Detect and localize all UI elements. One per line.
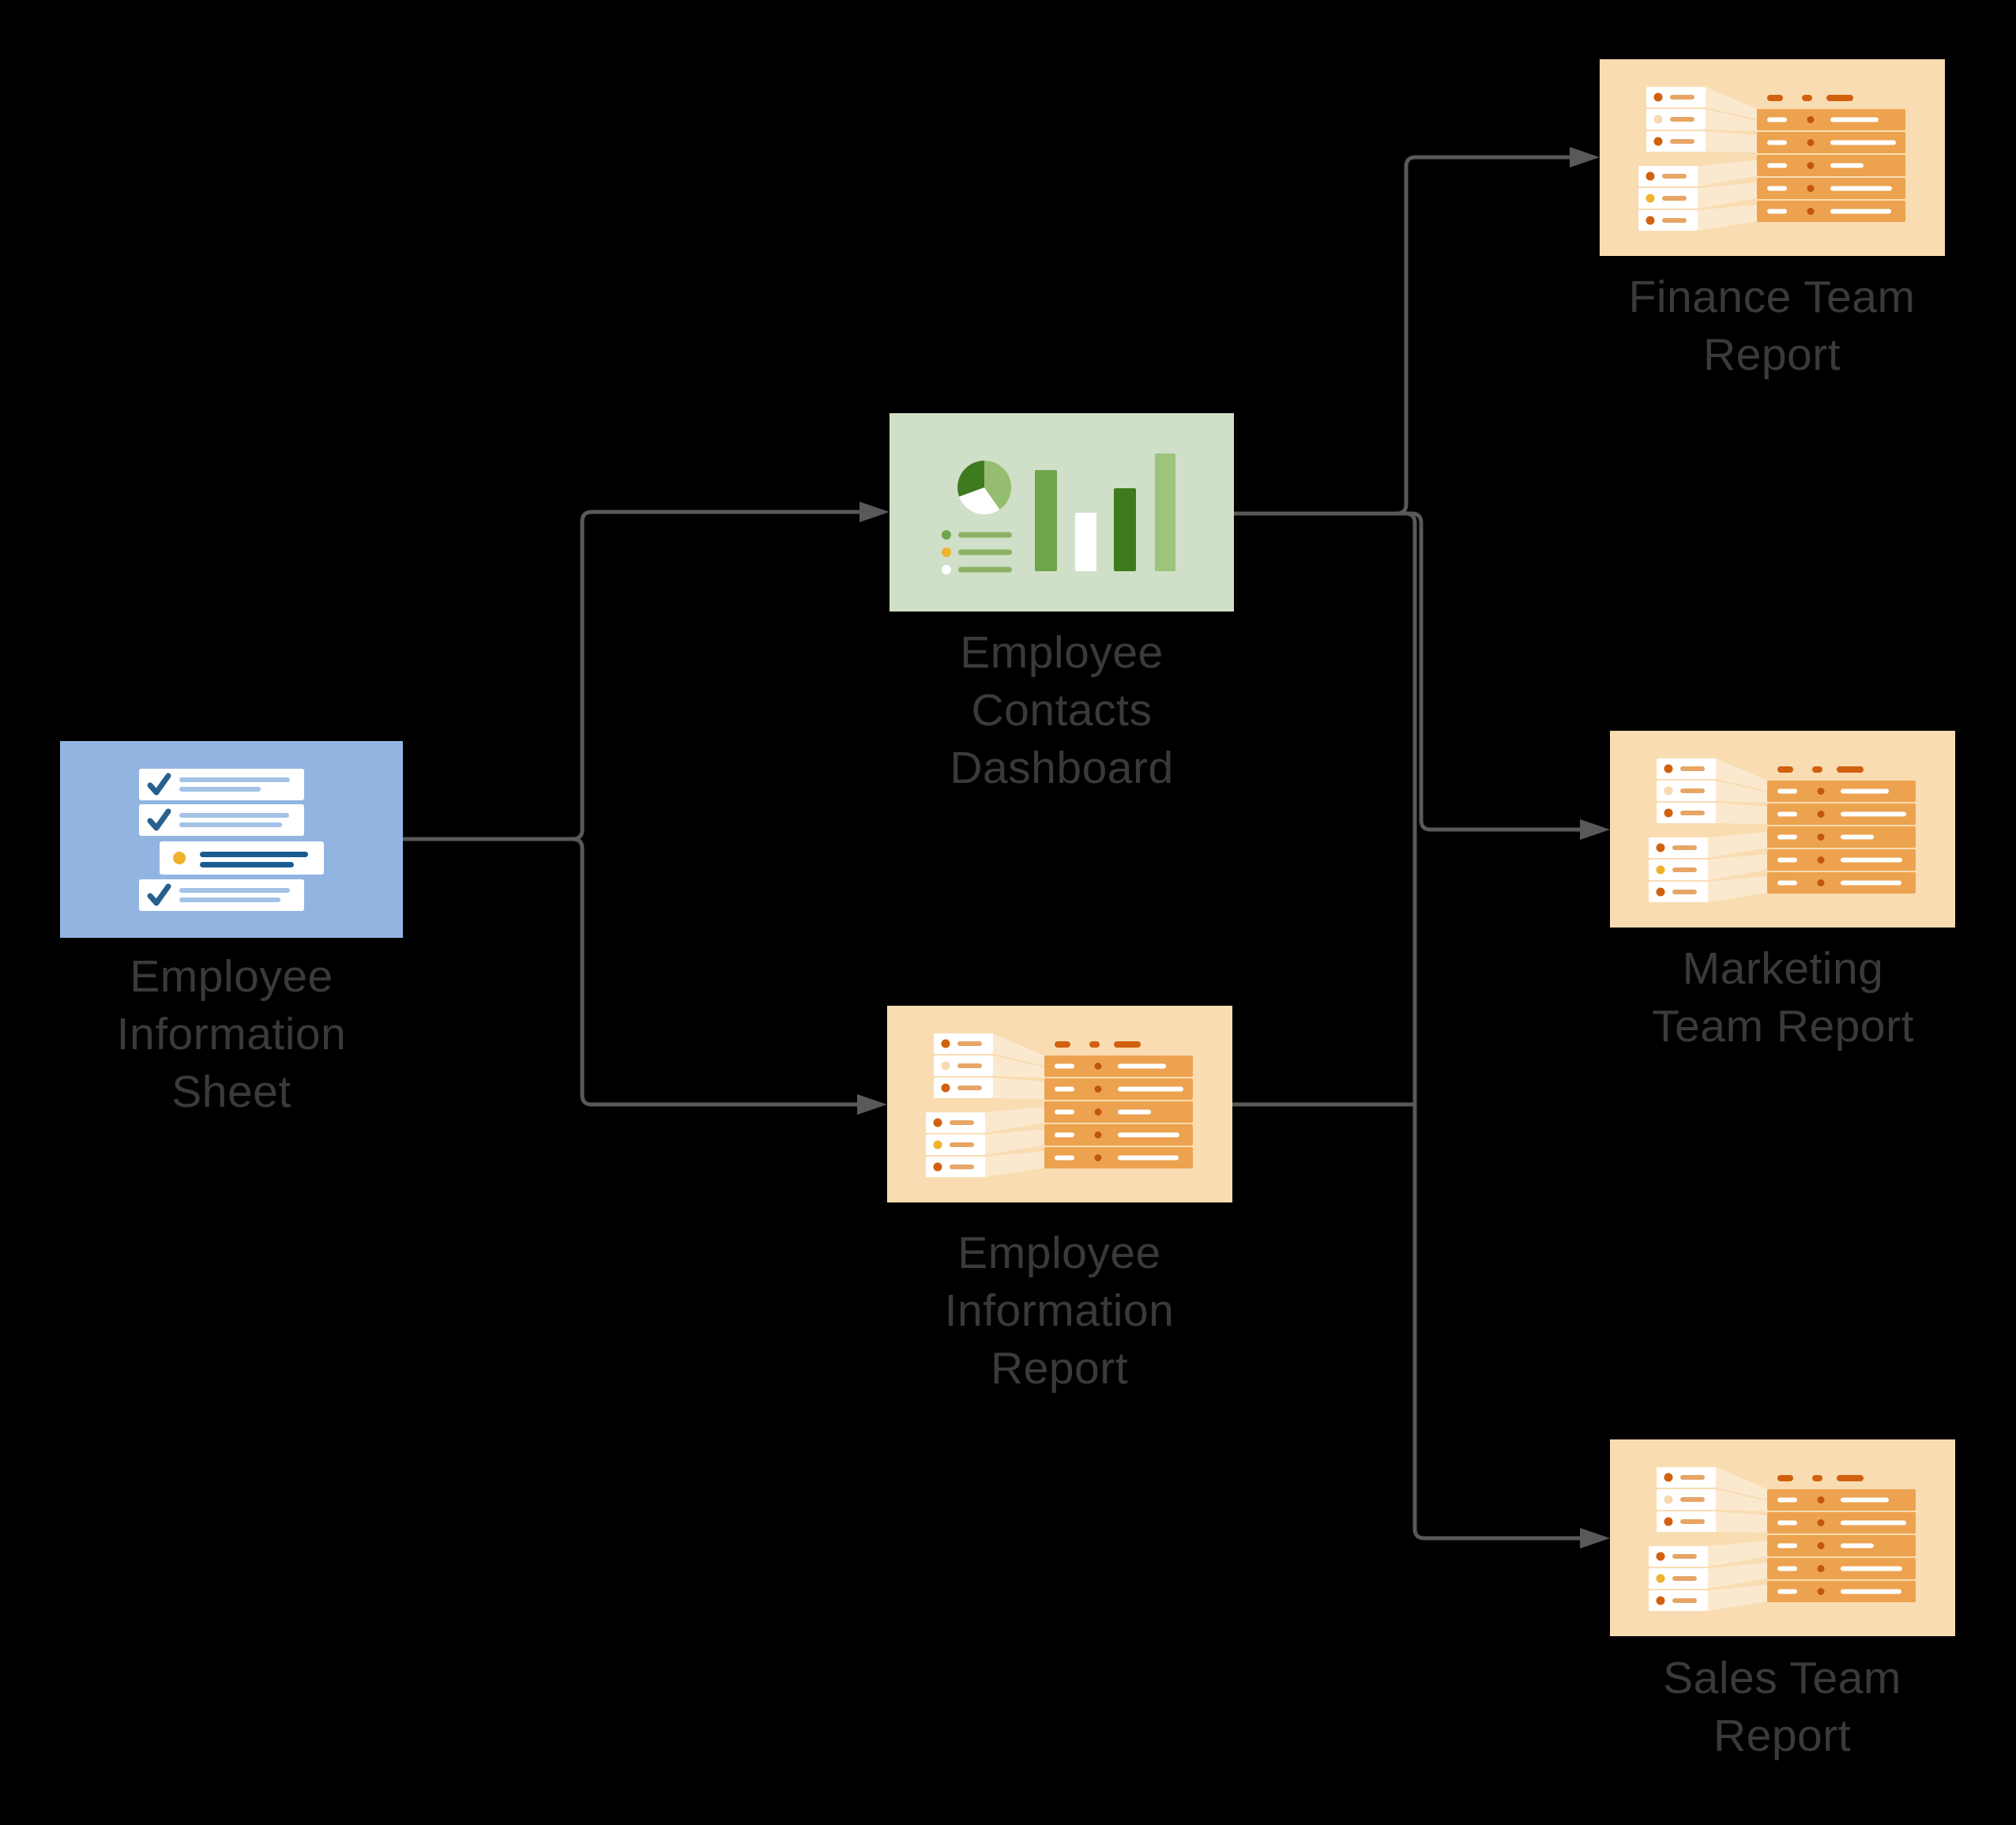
node-label-sales-team-report: Sales Team Report (1663, 1653, 1901, 1761)
arrowhead-icon (1580, 819, 1610, 840)
node-employee-information-sheet[interactable] (60, 741, 403, 938)
arrowhead-icon (1570, 147, 1600, 167)
checklist-sheet-icon (139, 769, 324, 911)
arrowhead-icon (1580, 1528, 1610, 1548)
node-label-employee-contacts-dashboard: Employee Contacts Dashboard (950, 627, 1174, 793)
node-employee-contacts-dashboard[interactable] (890, 413, 1234, 611)
edge-sheet-to-report[interactable] (403, 837, 859, 1107)
node-marketing-team-report[interactable] (1610, 731, 1955, 928)
checkmark-icon (147, 808, 171, 831)
arrowhead-icon (857, 1094, 887, 1115)
node-label-marketing-team-report: Marketing Team Report (1652, 943, 1914, 1052)
node-label-finance-team-report: Finance Team Report (1628, 272, 1916, 380)
edge-dashboard-to-sales[interactable] (1234, 511, 1582, 1541)
node-finance-team-report[interactable] (1600, 59, 1945, 256)
node-label-employee-information-report: Employee Information Report (944, 1228, 1175, 1394)
dashboard-icon-background (890, 413, 1234, 611)
checkmark-icon (147, 883, 171, 906)
bullet-list-icon (942, 530, 1012, 574)
checkmark-icon (147, 773, 171, 796)
edge-sheet-to-dashboard[interactable] (403, 510, 861, 841)
edge-dashboard-to-marketing[interactable] (1234, 511, 1582, 832)
node-sales-team-report[interactable] (1610, 1439, 1955, 1636)
edges (403, 147, 1610, 1548)
node-label-employee-information-sheet: Employee Information Sheet (116, 951, 347, 1117)
highlight-dot (173, 852, 186, 864)
bar-chart-icon (1035, 453, 1175, 571)
node-employee-information-report[interactable] (887, 1006, 1232, 1202)
edge-dashboard-to-finance[interactable] (1234, 155, 1571, 516)
pie-chart-icon (957, 460, 1012, 514)
arrowhead-icon (859, 502, 890, 522)
